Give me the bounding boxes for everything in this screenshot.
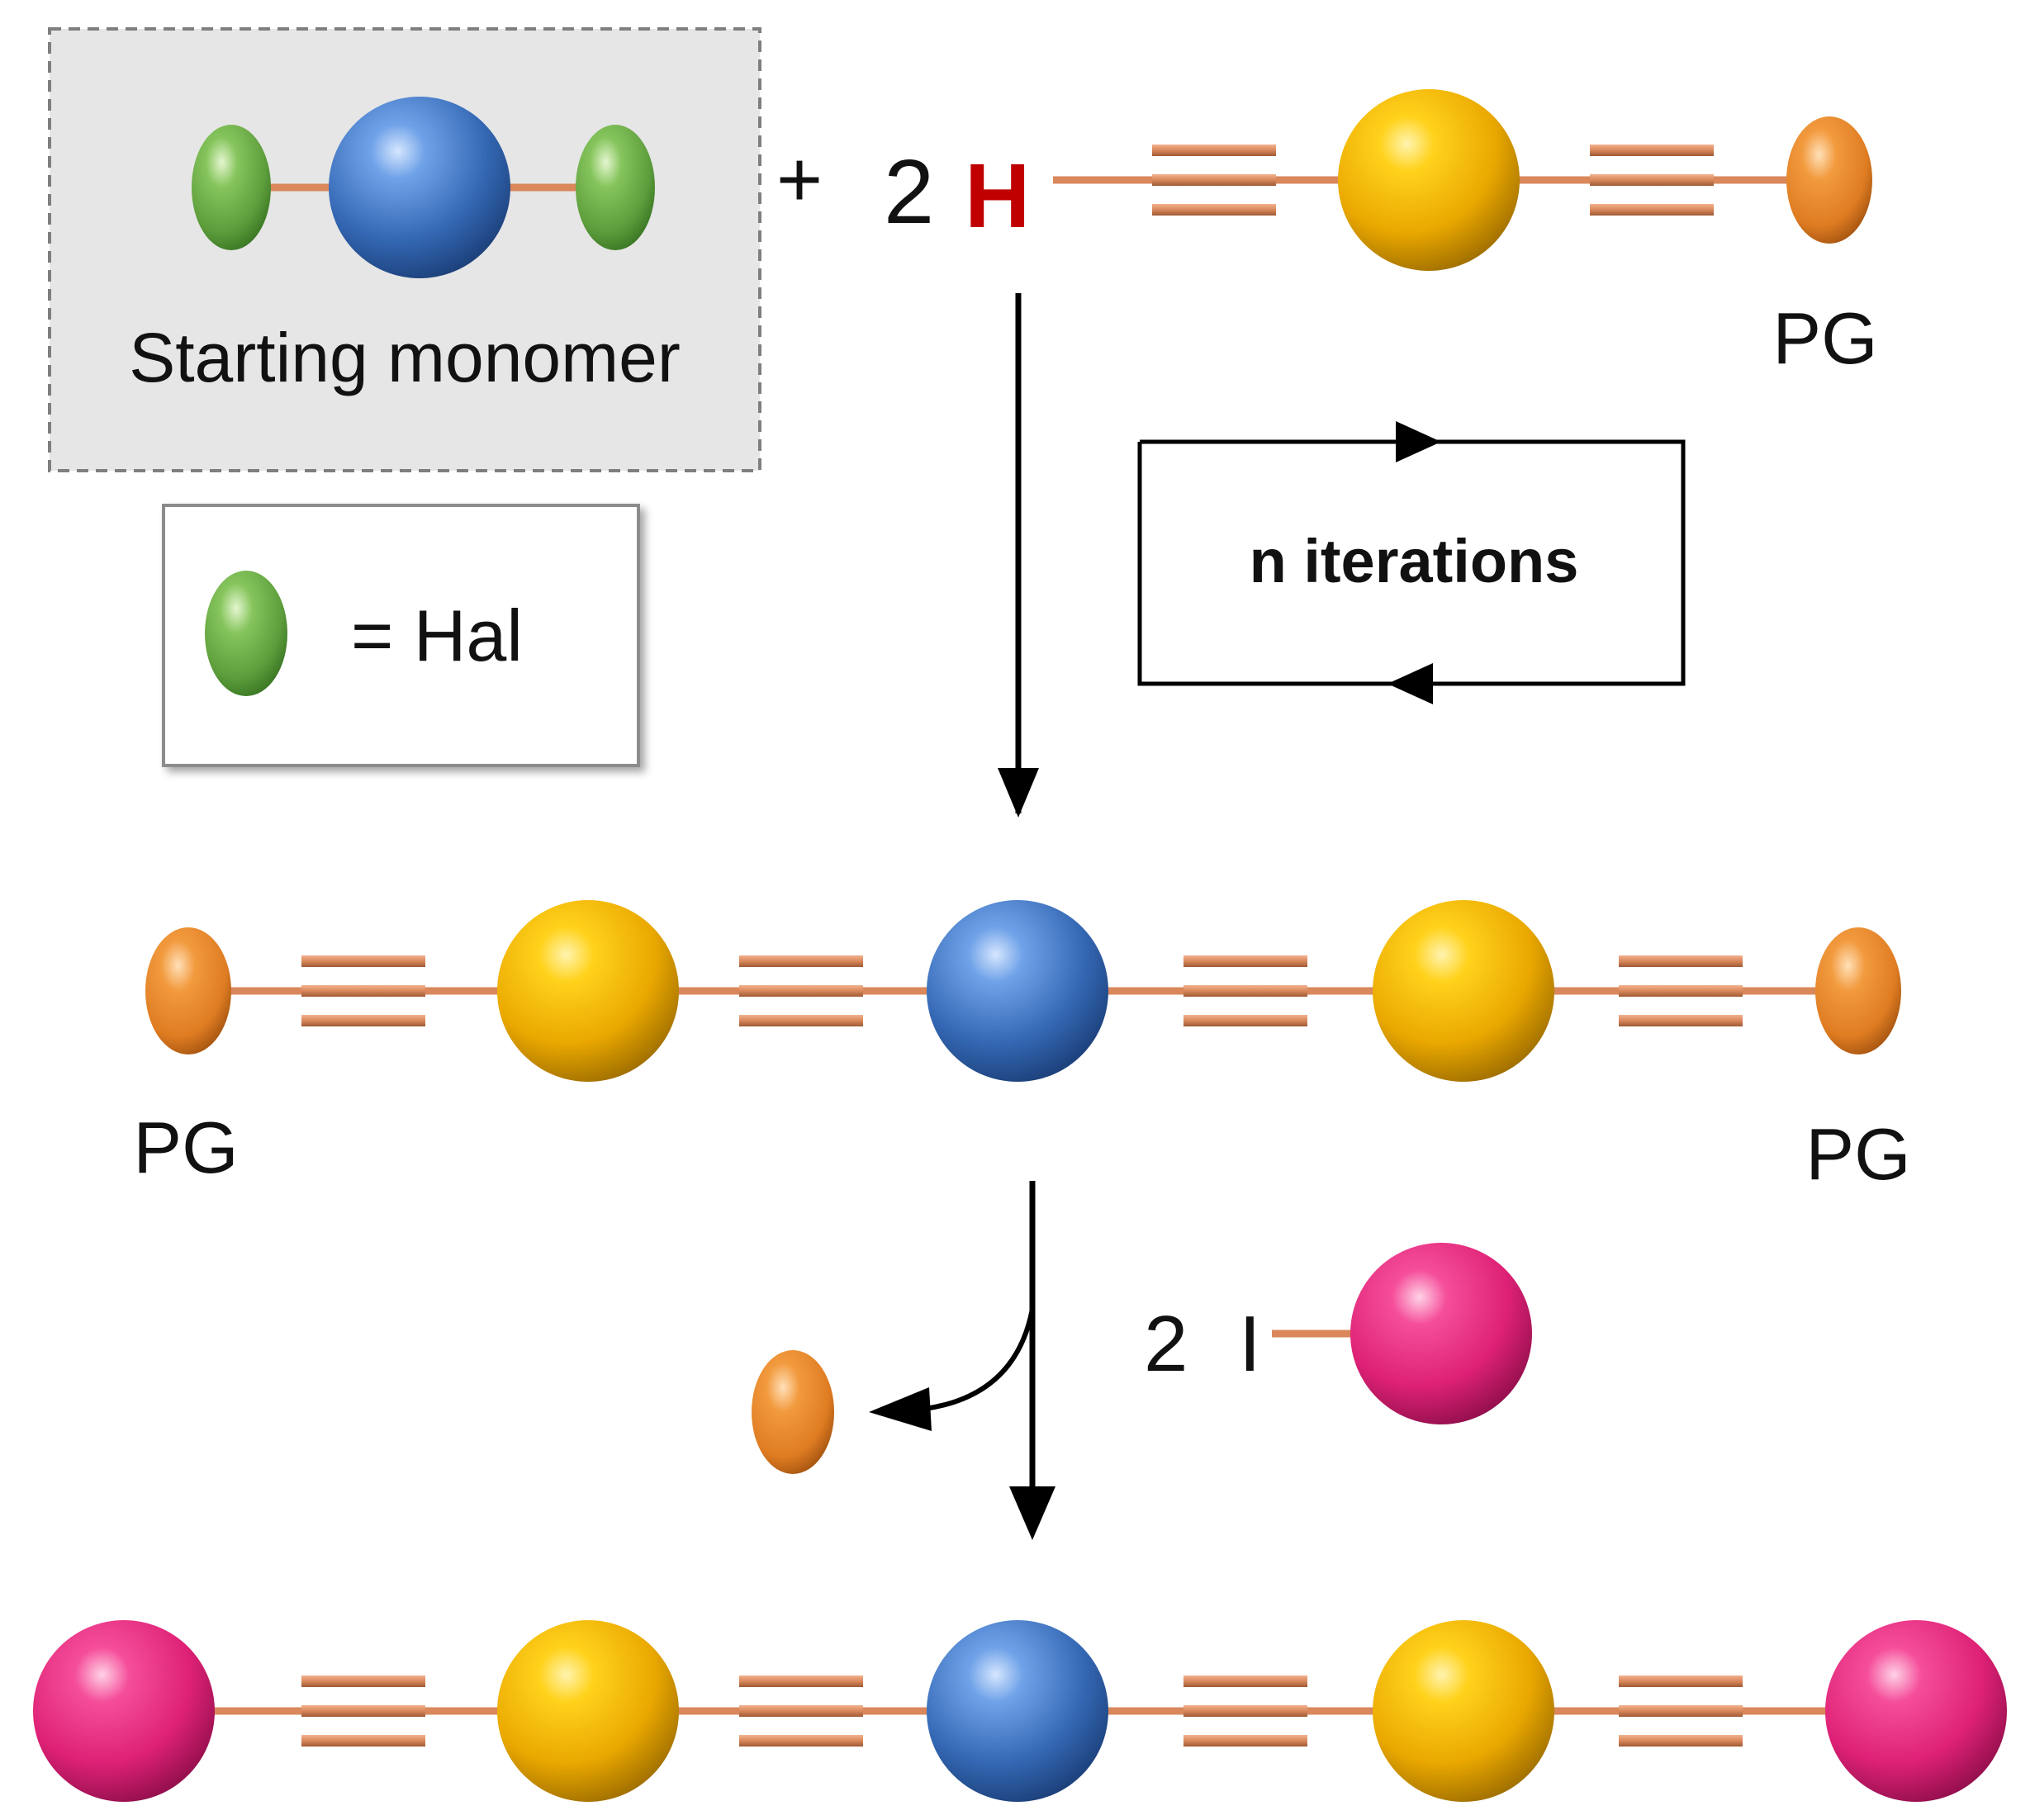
triple-bond-bar — [1152, 174, 1276, 186]
down-arrowhead-2-icon — [1009, 1486, 1055, 1540]
legend-halogen-icon — [205, 571, 287, 696]
iodide-reagent: 2 I — [1144, 1243, 1532, 1424]
triple-bond-bar — [1590, 145, 1714, 156]
triple-bond-icon — [739, 955, 863, 1026]
triple-bond-bar — [301, 1675, 425, 1687]
gold-sphere-icon — [1373, 900, 1554, 1082]
curved-arrowhead-icon — [869, 1387, 932, 1431]
plus-sign: + — [776, 135, 823, 224]
triple-bond-bar — [301, 985, 425, 997]
triple-bond-icon — [739, 1675, 863, 1747]
triple-bond-bar — [739, 1735, 863, 1747]
halogen-left-icon — [192, 125, 271, 250]
starting-monomer-label: Starting monomer — [129, 319, 681, 396]
blue-sphere-icon — [927, 1620, 1108, 1802]
triple-bond-icon — [1619, 955, 1743, 1026]
iodine-label: I — [1239, 1300, 1261, 1388]
pg-top-label: PG — [1772, 297, 1877, 379]
gold-sphere-icon — [497, 1620, 679, 1802]
iteration-loop: n iterations — [1137, 421, 1686, 704]
protecting-group-icon — [145, 927, 231, 1055]
legend-box: = Hal — [162, 504, 640, 767]
triple-bond-bar — [739, 1675, 863, 1687]
protected-oligomer-chain — [145, 900, 1901, 1082]
protecting-group-icon — [1815, 927, 1901, 1055]
triple-bond-bar — [739, 955, 863, 967]
triple-bond-bar — [1184, 985, 1307, 997]
triple-bond-bar — [1619, 985, 1743, 997]
protecting-group-icon — [1786, 116, 1872, 244]
triple-bond-icon — [301, 955, 425, 1026]
triple-bond-bar — [1619, 955, 1743, 967]
triple-bond-bar — [1152, 204, 1276, 216]
h-atom-label: H — [965, 145, 1030, 247]
core-sphere-icon — [329, 97, 510, 278]
triple-bond-bar — [301, 1705, 425, 1717]
triple-bond-bar — [1619, 1735, 1743, 1747]
starting-monomer-box: Starting monomer — [48, 27, 761, 472]
legend-hal-label: = Hal — [351, 595, 523, 676]
coefficient-iodide: 2 — [1144, 1300, 1188, 1388]
triple-bond-bar — [301, 1015, 425, 1026]
pink-sphere-icon — [1825, 1620, 2007, 1802]
triple-bond-icon — [301, 1675, 425, 1747]
triple-bond-icon — [1184, 955, 1307, 1026]
triple-bond-bar — [1184, 1015, 1307, 1026]
triple-bond-bar — [1619, 1015, 1743, 1026]
leaving-protecting-group-icon — [752, 1350, 834, 1474]
triple-bond-bar — [301, 955, 425, 967]
reagent-alkyne: + 2 H PG — [776, 89, 1878, 379]
triple-bond-bar — [739, 1015, 863, 1026]
triple-bond-bar — [1590, 174, 1714, 186]
triple-bond-bar — [1619, 1675, 1743, 1687]
triple-bond-bar — [1590, 204, 1714, 216]
triple-bond-bar — [1152, 145, 1276, 156]
pink-sphere-icon — [33, 1620, 215, 1802]
triple-bond-bar — [1184, 1705, 1307, 1717]
coefficient-top: 2 — [884, 141, 934, 243]
triple-bond-bar — [739, 985, 863, 997]
pg-left-label: PG — [133, 1107, 238, 1188]
loop-arrow-right-icon — [1396, 421, 1441, 462]
triple-bond-bar — [739, 1705, 863, 1717]
triple-bond-icon — [1619, 1675, 1743, 1747]
iteration-loop-icon — [1137, 439, 1686, 686]
n-iterations-label: n iterations — [1250, 527, 1579, 595]
triple-bond-bar — [1184, 955, 1307, 967]
triple-bond-bar — [301, 1735, 425, 1747]
loop-arrow-left-icon — [1388, 663, 1433, 704]
pg-right-label: PG — [1805, 1113, 1910, 1195]
capped-oligomer-chain — [33, 1620, 2007, 1802]
triple-bond-icon — [1590, 145, 1714, 216]
gold-sphere-icon — [1373, 1620, 1554, 1802]
halogen-right-icon — [576, 125, 655, 250]
gold-sphere-icon — [1338, 89, 1520, 271]
triple-bond-icon — [1152, 145, 1276, 216]
triple-bond-bar — [1184, 1675, 1307, 1687]
triple-bond-bar — [1184, 1735, 1307, 1747]
curved-arrow-icon — [924, 1308, 1035, 1411]
down-arrowhead-icon — [998, 768, 1039, 818]
triple-bond-bar — [1619, 1705, 1743, 1717]
triple-bond-icon — [1184, 1675, 1307, 1747]
blue-sphere-icon — [927, 900, 1108, 1082]
reagent-chain — [1053, 89, 1872, 271]
end-cap-sphere-icon — [1350, 1243, 1532, 1424]
gold-sphere-icon — [497, 900, 679, 1082]
